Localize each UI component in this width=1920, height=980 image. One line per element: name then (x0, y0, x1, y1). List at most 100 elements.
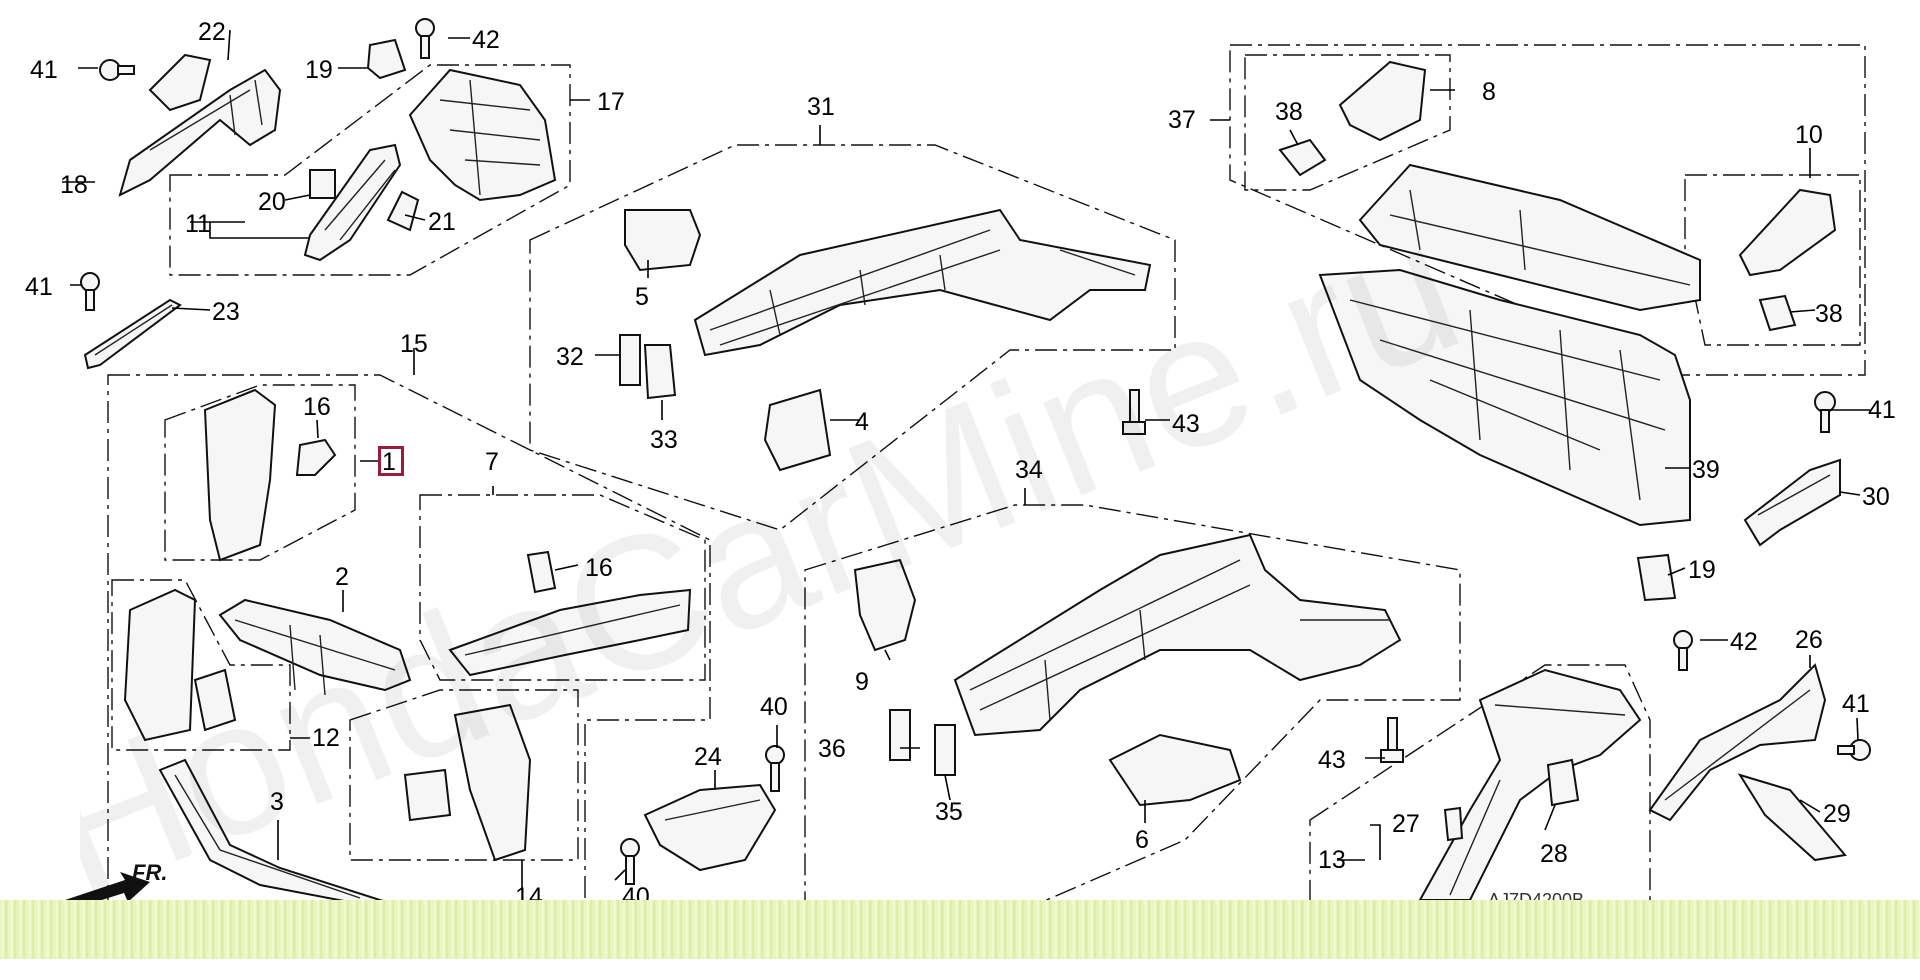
label-1: 1 (382, 448, 396, 476)
label-29: 29 (1823, 800, 1851, 828)
part-7-crossmember (448, 588, 692, 677)
label-41d: 41 (1842, 690, 1870, 718)
parts-diagram: 22 41 19 42 17 18 20 11 21 41 23 31 5 32… (25, 18, 1896, 911)
part-39-dash-panel (1318, 268, 1691, 527)
label-10: 10 (1795, 121, 1823, 149)
bolt-41b (80, 272, 100, 311)
part-31-frame (693, 208, 1152, 357)
part-16b-gusset (526, 550, 557, 594)
part-29-bracket (1737, 773, 1847, 862)
label-18: 18 (60, 171, 88, 199)
group-outline-7 (419, 494, 706, 681)
bolt-41c (1814, 391, 1836, 433)
label-43a: 43 (1172, 410, 1200, 438)
part-16a-gusset (295, 438, 337, 476)
label-4: 4 (855, 408, 869, 436)
part-19b-clip (1636, 553, 1677, 602)
part-14-pillar (453, 703, 532, 862)
label-33: 33 (650, 426, 678, 454)
part-1-extension (203, 388, 277, 562)
label-2: 2 (335, 563, 349, 591)
group-outline-14 (349, 689, 579, 861)
label-27: 27 (1392, 810, 1420, 838)
part-12-plate (193, 668, 237, 732)
part-17-wheelhouse (408, 68, 557, 202)
group-outline-17 (169, 64, 571, 276)
bolt-41a (99, 59, 135, 81)
part-12-bracket (123, 588, 197, 742)
part-38a-bracket (1278, 138, 1327, 177)
part-3-side-rail (158, 758, 384, 907)
label-37: 37 (1168, 106, 1196, 134)
group-outline-10 (1684, 174, 1861, 346)
selected-part-highlight (378, 446, 404, 476)
label-12: 12 (312, 724, 340, 752)
label-36: 36 (818, 735, 846, 763)
label-42b: 42 (1730, 628, 1758, 656)
bolt-43b (1380, 717, 1404, 763)
part-36-clip (889, 709, 911, 761)
label-23: 23 (212, 298, 240, 326)
bolt-43a (1122, 389, 1146, 435)
part-23-rail (83, 298, 182, 370)
label-30: 30 (1862, 483, 1890, 511)
label-15: 15 (400, 330, 428, 358)
label-20: 20 (258, 188, 286, 216)
leader-lines (62, 29, 1870, 888)
part-21-bracket (386, 190, 420, 232)
part-2-crossmember (218, 598, 412, 696)
part-11-channel (303, 143, 402, 262)
part-4-bracket (763, 388, 832, 472)
part-14-plate (403, 768, 452, 822)
label-16b: 16 (585, 554, 613, 582)
part-18-22-bracket (118, 53, 282, 197)
label-31: 31 (807, 93, 835, 121)
label-9: 9 (855, 668, 869, 696)
label-7: 7 (485, 448, 499, 476)
part-20-bracket (309, 169, 336, 199)
part-38b-bracket (1758, 294, 1797, 332)
bolt-42a (415, 18, 435, 59)
label-16a: 16 (303, 393, 331, 421)
footer-band (0, 900, 1920, 959)
part-32-clip (619, 334, 641, 386)
label-41a: 41 (30, 56, 58, 84)
part-13-rear-frame (1418, 668, 1642, 901)
part-35-clip (934, 724, 956, 776)
group-outline-12 (111, 579, 291, 751)
label-32: 32 (556, 343, 584, 371)
label-42a: 42 (472, 26, 500, 54)
label-24: 24 (694, 743, 722, 771)
label-43b: 43 (1318, 746, 1346, 774)
part-28-bracket (1546, 758, 1580, 807)
label-22: 22 (198, 18, 226, 46)
label-11: 11 (185, 210, 211, 238)
label-8: 8 (1482, 78, 1496, 106)
group-outline-13 (1309, 664, 1651, 906)
label-3: 3 (270, 788, 284, 816)
part-5-bracket (624, 209, 702, 272)
label-26: 26 (1795, 626, 1823, 654)
part-19a-clip (366, 38, 407, 80)
part-9-bracket (853, 558, 917, 652)
label-6: 6 (1135, 826, 1149, 854)
label-35: 35 (935, 798, 963, 826)
front-indicator-label: FR. (132, 860, 167, 885)
part-30-rail (1743, 458, 1841, 547)
group-outline-37 (1229, 44, 1866, 376)
label-38b: 38 (1815, 300, 1843, 328)
part-33-clip (643, 344, 677, 400)
bolt-42b (1673, 630, 1693, 671)
part-6-bracket (1108, 733, 1242, 807)
label-17: 17 (597, 88, 625, 116)
label-39: 39 (1692, 456, 1720, 484)
part-27-bracket (1443, 806, 1464, 842)
bolt-40b (620, 838, 640, 885)
part-26-wheelhouse (1648, 663, 1827, 822)
label-19a: 19 (305, 56, 333, 84)
label-34: 34 (1015, 456, 1043, 484)
group-outline-34 (804, 504, 1461, 906)
label-28: 28 (1540, 840, 1568, 868)
label-13: 13 (1318, 846, 1346, 874)
label-41c: 41 (1868, 396, 1896, 424)
